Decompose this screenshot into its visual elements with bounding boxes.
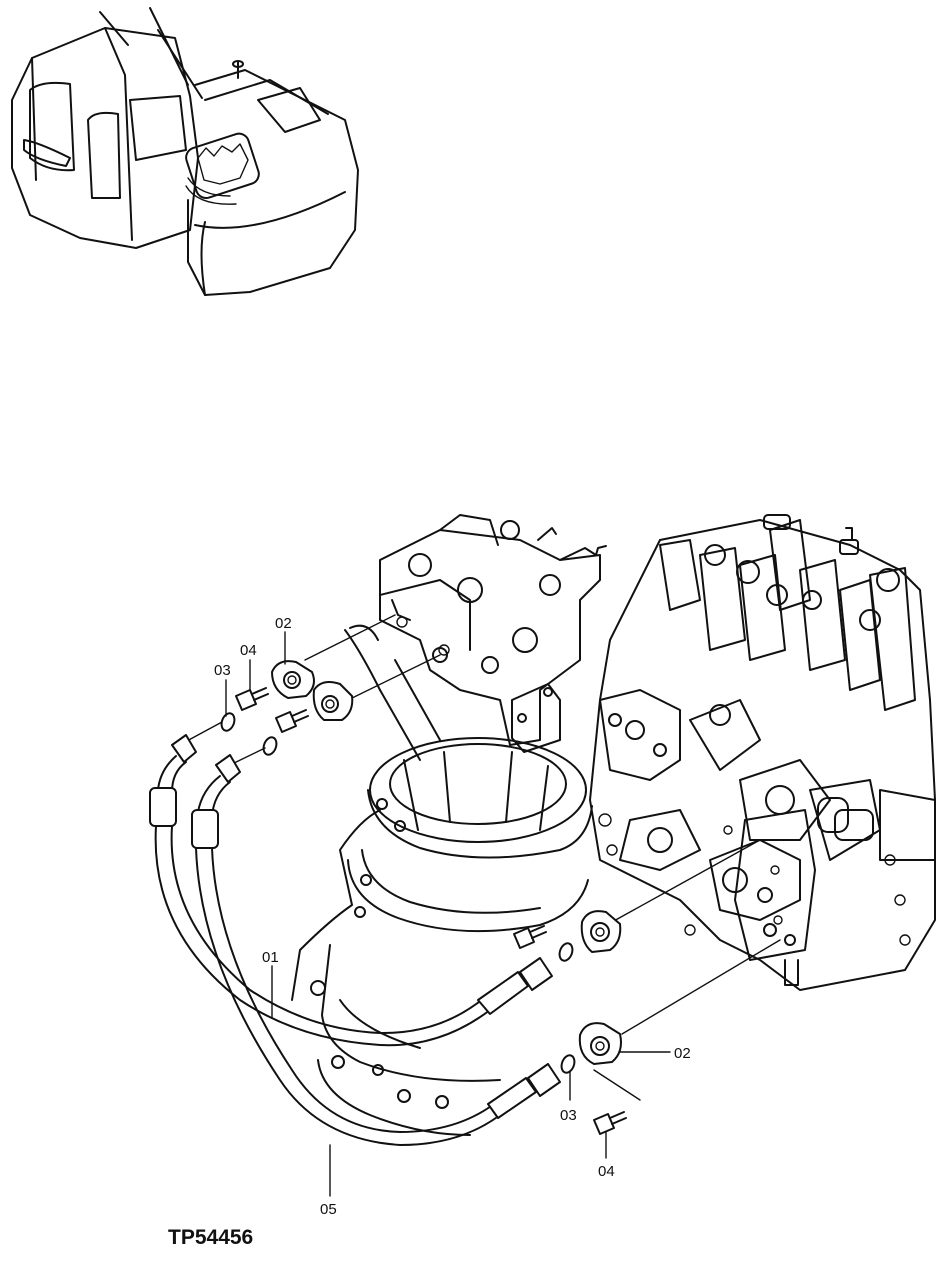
hose-05 (191, 754, 561, 1146)
callout-05: 05 (320, 1201, 337, 1218)
callout-04-upper: 04 (240, 642, 257, 659)
callout-labels: 02 04 03 01 02 03 04 05 (214, 615, 691, 1218)
callout-04-lower: 04 (598, 1163, 615, 1180)
upper-fittings (184, 614, 441, 766)
callout-03-lower: 03 (560, 1107, 577, 1124)
callout-03-upper: 03 (214, 662, 231, 679)
oring-upper-b (262, 736, 278, 756)
lower-fittings (513, 839, 781, 1135)
bolt-lower (593, 1111, 627, 1135)
callout-02-lower: 02 (674, 1045, 691, 1062)
bolt-upper (235, 687, 309, 733)
callout-01: 01 (262, 949, 279, 966)
callout-02-upper: 02 (275, 615, 292, 632)
hoses (149, 734, 561, 1146)
split-flange-upper (271, 660, 354, 721)
swing-motor (291, 514, 607, 1136)
oring-upper-a (220, 712, 236, 732)
split-flange-lower (578, 1022, 622, 1065)
oring-lower (560, 1054, 576, 1074)
hose-01 (149, 734, 553, 1047)
leader-lines (225, 631, 671, 1197)
locator-excavator-inset (11, 7, 359, 296)
control-valve (589, 514, 936, 991)
figure-reference-number: TP54456 (168, 1226, 253, 1249)
